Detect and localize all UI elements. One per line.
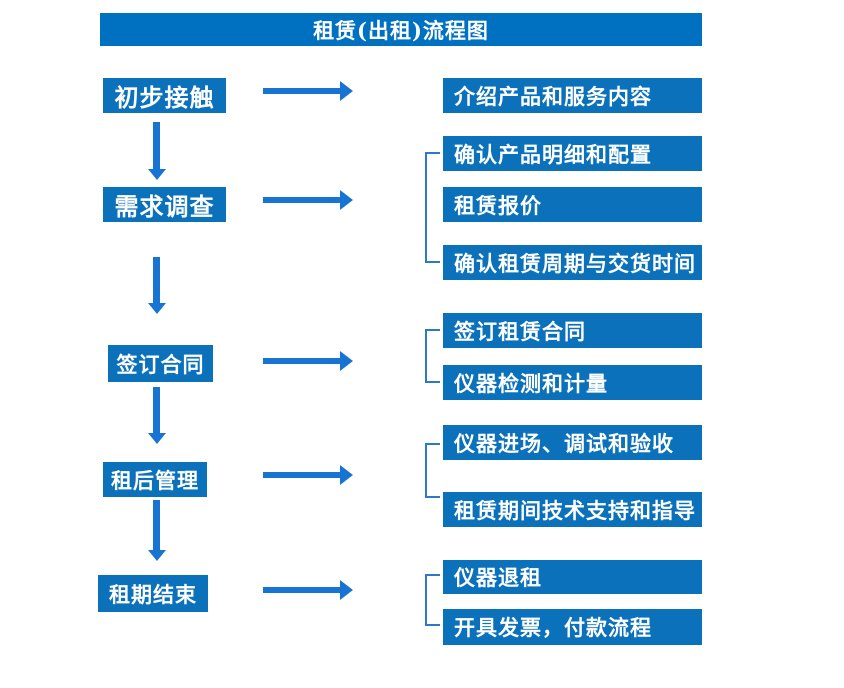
detail-box-technical-support: 租赁期间技术支持和指导 — [443, 492, 702, 527]
arrow-down-icon — [148, 122, 166, 180]
arrow-shaft — [153, 257, 160, 303]
detail-box-instrument-testing: 仪器检测和计量 — [443, 365, 702, 400]
detail-box-invoice-payment: 开具发票，付款流程 — [443, 609, 702, 645]
step-box-initial-contact: 初步接触 — [103, 78, 226, 113]
arrow-head — [340, 580, 353, 600]
arrow-shaft — [153, 122, 160, 169]
arrow-right-icon — [263, 190, 353, 210]
arrow-shaft — [263, 472, 341, 478]
group-bracket — [425, 574, 440, 626]
detail-box-rental-quote: 租赁报价 — [443, 187, 702, 222]
detail-box-instrument-return: 仪器退租 — [443, 560, 702, 594]
arrow-head — [340, 190, 353, 210]
arrow-right-icon — [263, 580, 353, 600]
arrow-shaft — [153, 387, 160, 433]
group-bracket — [425, 443, 440, 498]
step-box-rental-end: 租期结束 — [98, 575, 208, 612]
step-box-demand-survey: 需求调查 — [103, 187, 226, 222]
detail-box-sign-rental-contract: 签订租赁合同 — [443, 313, 702, 348]
step-box-sign-contract: 签订合同 — [108, 345, 213, 382]
arrow-head — [148, 303, 166, 314]
arrow-shaft — [263, 88, 341, 94]
detail-box-introduce-products: 介绍产品和服务内容 — [443, 78, 702, 113]
arrow-shaft — [263, 358, 341, 364]
diagram-title: 租赁(出租)流程图 — [100, 13, 702, 46]
detail-box-confirm-rental-period: 确认租赁周期与交货时间 — [443, 245, 702, 280]
detail-box-instrument-setup: 仪器进场、调试和验收 — [443, 425, 702, 460]
arrow-down-icon — [148, 257, 166, 314]
arrow-head — [340, 351, 353, 371]
step-box-post-rental-management: 租后管理 — [103, 462, 207, 497]
arrow-head — [340, 81, 353, 101]
arrow-head — [148, 169, 166, 180]
group-bracket — [425, 152, 440, 263]
arrow-shaft — [263, 587, 341, 593]
detail-box-confirm-product-details: 确认产品明细和配置 — [443, 136, 702, 171]
arrow-down-icon — [148, 500, 166, 561]
arrow-head — [148, 550, 166, 561]
arrow-shaft — [263, 197, 341, 203]
arrow-right-icon — [263, 465, 353, 485]
arrow-right-icon — [263, 351, 353, 371]
arrow-head — [340, 465, 353, 485]
group-bracket — [425, 329, 440, 383]
arrow-shaft — [153, 500, 160, 550]
arrow-right-icon — [263, 81, 353, 101]
arrow-head — [148, 433, 166, 444]
arrow-down-icon — [148, 387, 166, 444]
